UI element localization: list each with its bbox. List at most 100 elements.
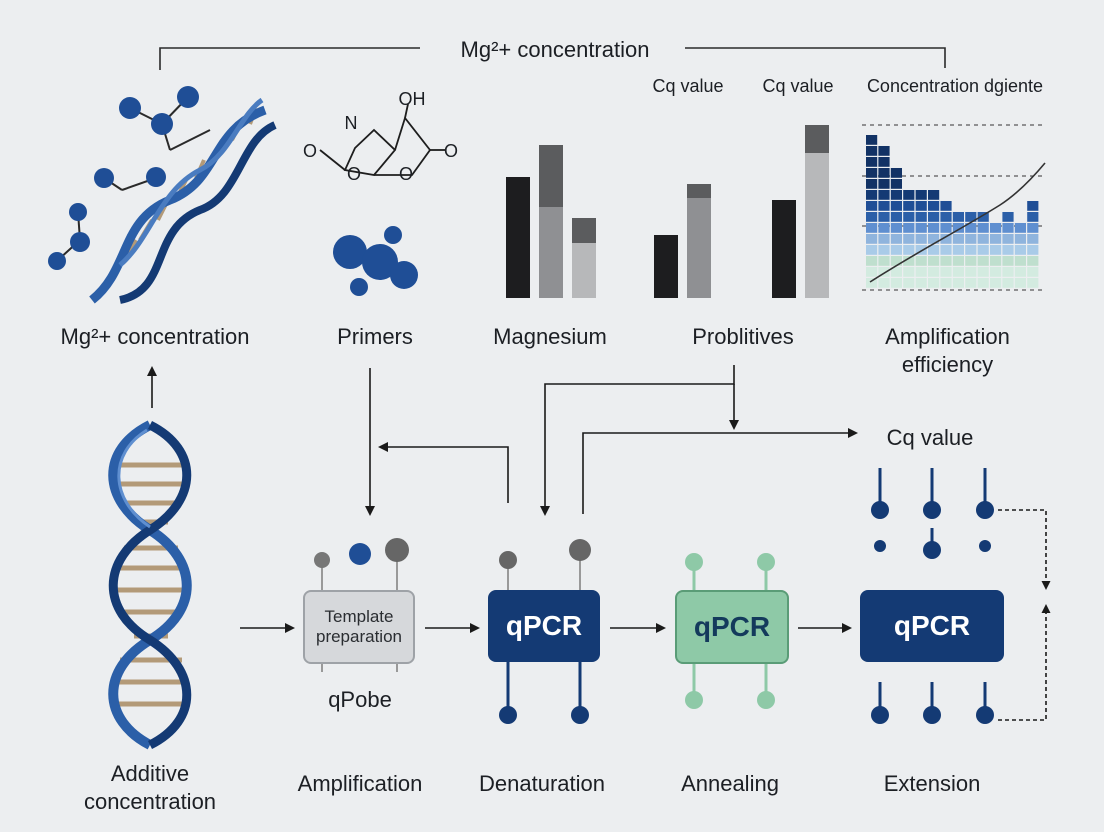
connector-arrows [147,365,1051,721]
heatmap-cell [890,245,902,255]
heatmap-cell [866,267,878,277]
heatmap-cell [928,267,940,277]
stage-label-annealing: Annealing [681,771,779,796]
heatmap-cell [952,256,964,266]
heatmap-cell [977,278,989,288]
heatmap-cell [1027,278,1039,288]
heatmap-cell [1014,267,1026,277]
heatmap-cell [878,212,890,222]
heatmap-cell [915,278,927,288]
heatmap-cell [928,245,940,255]
heatmap-cell [928,234,940,244]
heatmap-cell [1002,234,1014,244]
heatmap-cell [1027,267,1039,277]
heatmap-cell [878,267,890,277]
efficiency-chart [862,124,1046,291]
heatmap-cell [928,256,940,266]
heatmap-cell [990,245,1002,255]
chart-header-cq-value-1: Cq value [652,76,724,96]
stage-label-extension: Extension [883,771,981,796]
stage-label-denaturation: Denaturation [479,771,605,796]
qpcr-box-denaturation: qPCR [488,590,600,662]
heatmap-cell [977,212,989,222]
heatmap-cell [903,267,915,277]
heatmap-cell [890,201,902,211]
heatmap-cell [866,168,878,178]
heatmap-cell [940,234,952,244]
heatmap-cell [977,267,989,277]
heatmap-cell [1002,267,1014,277]
heatmap-cell [1002,245,1014,255]
heatmap-cell [952,245,964,255]
heatmap-cell [940,256,952,266]
heatmap-cell [878,223,890,233]
heatmap-cell [890,234,902,244]
chart-header-concentration: Concentration dgiente [866,76,1044,96]
heatmap-cell [965,256,977,266]
heatmap-cell [878,190,890,200]
heatmap-cell [952,234,964,244]
heatmap-cell [1014,256,1026,266]
heatmap-cell [878,179,890,189]
heatmap-cell [866,179,878,189]
heatmap-cell [903,212,915,222]
heatmap-cell [866,146,878,156]
heatmap-cell [928,201,940,211]
heatmap-cell [1027,245,1039,255]
heatmap-cell [866,212,878,222]
label-problitives: Problitives [692,324,794,349]
heatmap-cell [903,278,915,288]
heatmap-cell [940,245,952,255]
heatmap-cell [940,278,952,288]
heatmap-cell [1002,212,1014,222]
heatmap-cell [878,201,890,211]
heatmap-cell [965,278,977,288]
probe-label: qPobe [328,687,392,712]
heatmap-cell [915,245,927,255]
chart-header-cq-value-2: Cq value [762,76,834,96]
heatmap-cell [915,201,927,211]
molecule-icon [48,86,211,270]
heatmap-cell [1002,256,1014,266]
heatmap-cell [866,157,878,167]
heatmap-cell [928,278,940,288]
heatmap-cell [965,223,977,233]
heatmap-cell [965,212,977,222]
heatmap-cell [890,267,902,277]
heatmap-cell [965,245,977,255]
heatmap-cell [1027,234,1039,244]
stage-label-amplification: Amplification [297,771,423,796]
label-magnesium: Magnesium [493,324,607,349]
heatmap-cell [890,179,902,189]
qpcr-label-1: qPCR [505,610,583,641]
bar-group-problitives [654,125,829,298]
qpcr-box-annealing: qPCR [675,590,789,664]
label-primers: Primers [337,324,413,349]
heatmap-cell [1002,223,1014,233]
heatmap-cell [903,223,915,233]
dna-helix-icon [89,97,277,304]
chem-label-n: N [344,113,358,133]
top-bracket-label: Mg²+ concentration [460,37,650,62]
probe-pin-icon [314,468,994,724]
heatmap-cell [890,212,902,222]
heatmap-cell [890,223,902,233]
heatmap-cell [990,256,1002,266]
heatmap-cell [890,278,902,288]
heatmap-cell [915,256,927,266]
heatmap-cell [878,278,890,288]
bar-group-magnesium [506,145,596,298]
heatmap-cell [903,190,915,200]
heatmap-cell [915,267,927,277]
heatmap-cell [866,201,878,211]
heatmap-cell [977,256,989,266]
heatmap-cell [928,223,940,233]
chem-label-oh: OH [398,89,426,109]
template-preparation-box: Template preparation [303,590,415,664]
heatmap-cell [990,278,1002,288]
heatmap-cell [977,223,989,233]
heatmap-cell [866,245,878,255]
heatmap-cell [903,256,915,266]
heatmap-cell [965,234,977,244]
